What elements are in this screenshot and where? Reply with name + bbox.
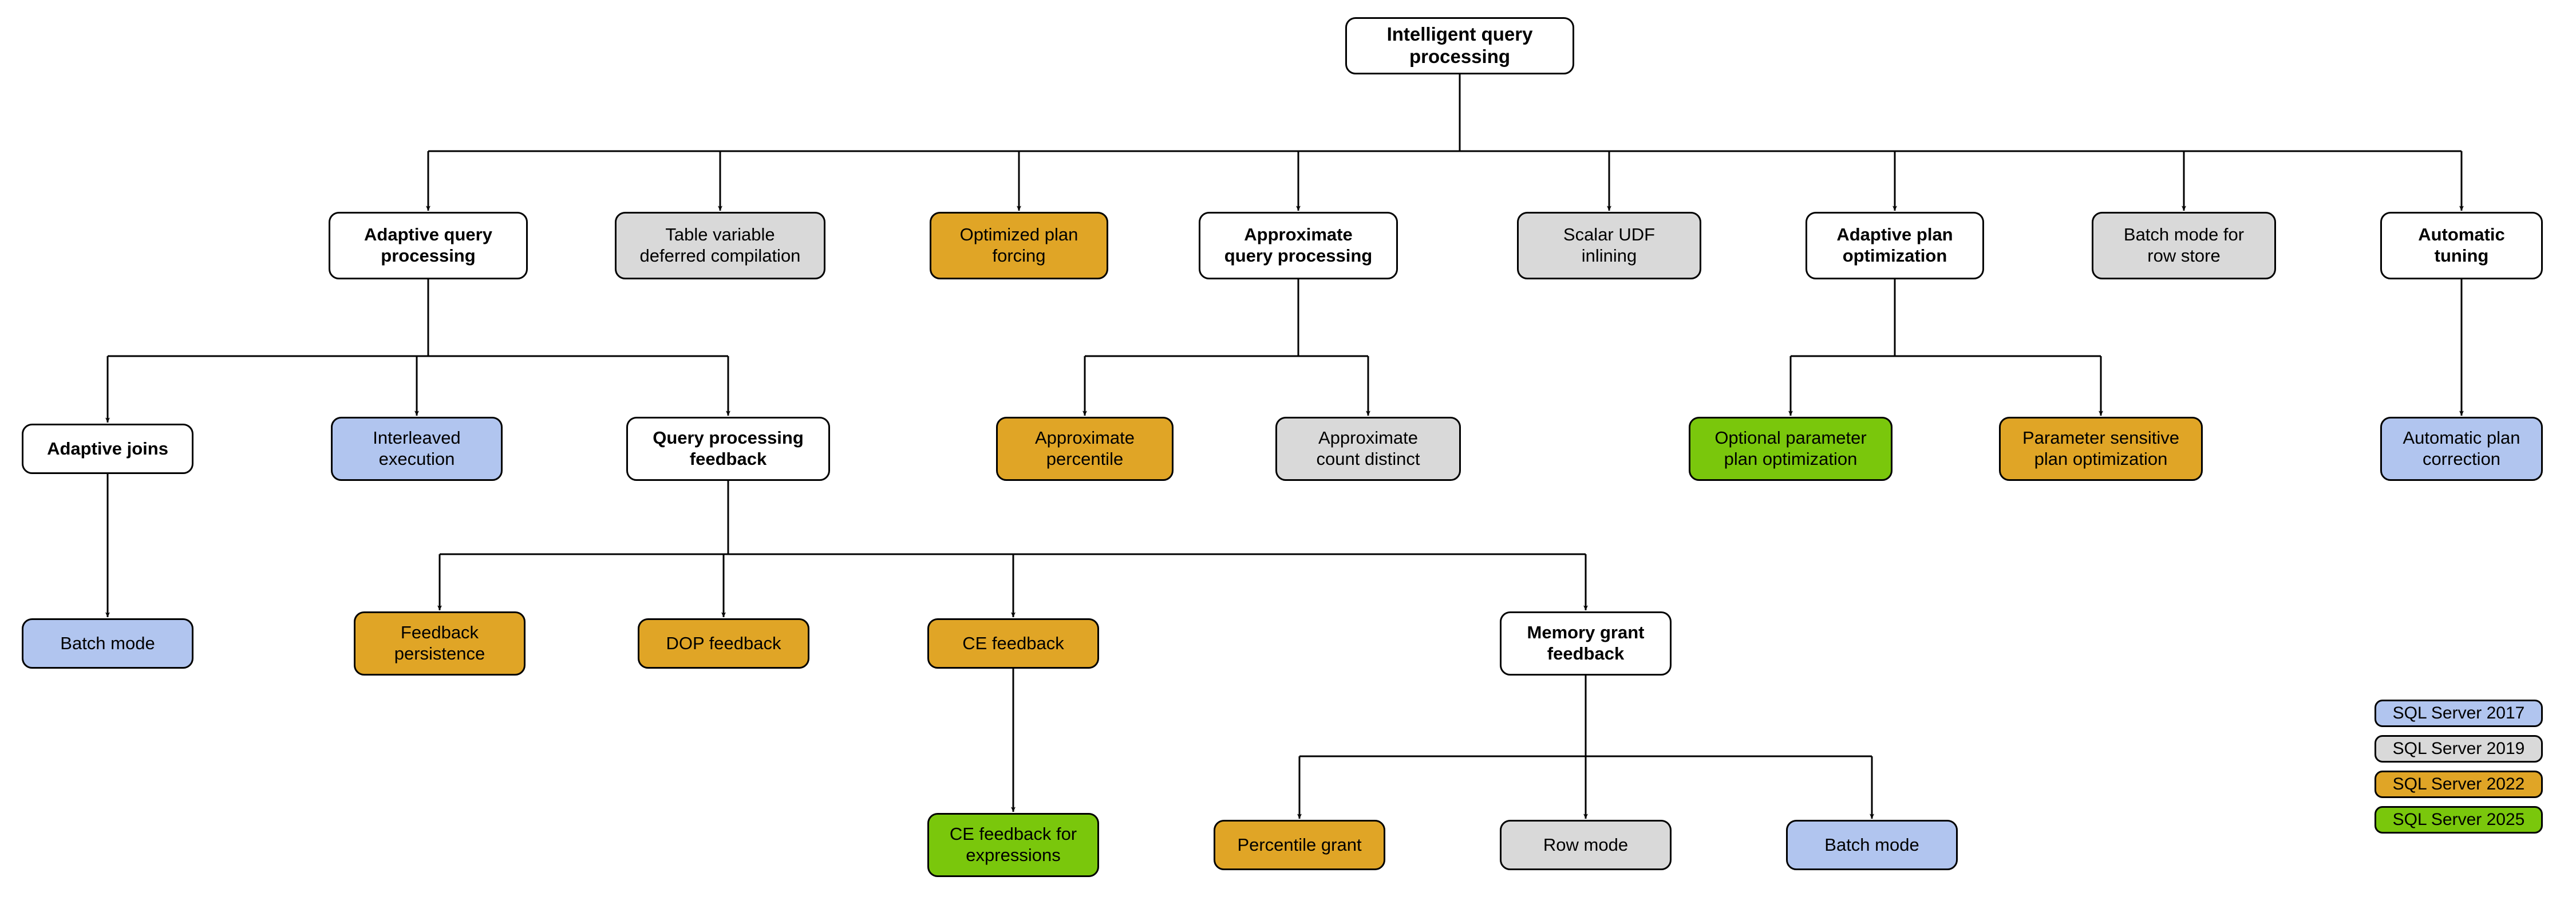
node-label: CE feedback for expressions: [949, 824, 1077, 865]
node-label: Memory grant feedback: [1527, 622, 1645, 664]
node-label: Batch mode: [1824, 834, 1919, 855]
node-label: Optimized plan forcing: [959, 224, 1078, 266]
node-label: DOP feedback: [666, 633, 781, 653]
node-label: Parameter sensitive plan optimization: [2022, 428, 2179, 469]
legend-item-sql-server-2022: SQL Server 2022: [2374, 771, 2543, 798]
node-batchmode1[interactable]: Batch mode: [22, 618, 193, 669]
node-rowmode[interactable]: Row mode: [1500, 820, 1672, 870]
node-label: Scalar UDF inlining: [1563, 224, 1656, 266]
node-mgf[interactable]: Memory grant feedback: [1500, 611, 1672, 676]
node-cefbexpr[interactable]: CE feedback for expressions: [927, 813, 1099, 877]
node-adaptivejoins[interactable]: Adaptive joins: [22, 424, 193, 474]
legend-item-label: SQL Server 2019: [2392, 739, 2525, 758]
node-opf[interactable]: Optimized plan forcing: [930, 212, 1108, 279]
node-label: Adaptive plan optimization: [1836, 224, 1953, 266]
node-label: CE feedback: [962, 633, 1064, 653]
node-label: Batch mode: [60, 633, 155, 653]
legend-item-sql-server-2017: SQL Server 2017: [2374, 700, 2543, 727]
node-tvdc[interactable]: Table variable deferred compilation: [615, 212, 825, 279]
legend-item-label: SQL Server 2017: [2392, 704, 2525, 722]
node-udf[interactable]: Scalar UDF inlining: [1517, 212, 1701, 279]
node-label: Feedback persistence: [394, 622, 485, 664]
node-label: Approximate percentile: [1034, 428, 1135, 469]
node-autotune[interactable]: Automatic tuning: [2380, 212, 2543, 279]
node-label: Batch mode for row store: [2123, 224, 2245, 266]
node-fbpersist[interactable]: Feedback persistence: [354, 611, 526, 676]
node-label: Adaptive query processing: [364, 224, 492, 266]
node-label: Query processing feedback: [653, 428, 804, 469]
node-apc[interactable]: Automatic plan correction: [2380, 417, 2543, 481]
node-label: Interleaved execution: [373, 428, 461, 469]
node-label: Intelligent query processing: [1386, 23, 1533, 67]
node-root[interactable]: Intelligent query processing: [1345, 17, 1574, 74]
node-qpf[interactable]: Query processing feedback: [626, 417, 830, 481]
node-approxcd[interactable]: Approximate count distinct: [1275, 417, 1461, 481]
legend-item-label: SQL Server 2022: [2392, 775, 2525, 793]
node-bmrs[interactable]: Batch mode for row store: [2092, 212, 2276, 279]
node-label: Row mode: [1543, 834, 1629, 855]
node-label: Approximate query processing: [1224, 224, 1373, 266]
node-approxpct[interactable]: Approximate percentile: [996, 417, 1174, 481]
node-label: Table variable deferred compilation: [639, 224, 801, 266]
node-label: Percentile grant: [1237, 834, 1362, 855]
node-oppo[interactable]: Optional parameter plan optimization: [1689, 417, 1893, 481]
node-interleaved[interactable]: Interleaved execution: [331, 417, 503, 481]
legend-item-sql-server-2025: SQL Server 2025: [2374, 806, 2543, 834]
node-label: Optional parameter plan optimization: [1714, 428, 1867, 469]
node-aqp[interactable]: Adaptive query processing: [329, 212, 528, 279]
node-dopfb[interactable]: DOP feedback: [638, 618, 809, 669]
node-label: Automatic tuning: [2418, 224, 2505, 266]
node-label: Adaptive joins: [47, 438, 168, 459]
node-apo[interactable]: Adaptive plan optimization: [1805, 212, 1984, 279]
legend-item-label: SQL Server 2025: [2392, 810, 2525, 829]
node-batchmode2[interactable]: Batch mode: [1786, 820, 1958, 870]
node-pspo[interactable]: Parameter sensitive plan optimization: [1999, 417, 2203, 481]
node-cefb[interactable]: CE feedback: [927, 618, 1099, 669]
legend-item-sql-server-2019: SQL Server 2019: [2374, 735, 2543, 763]
node-approx[interactable]: Approximate query processing: [1199, 212, 1398, 279]
node-pctgrant[interactable]: Percentile grant: [1214, 820, 1385, 870]
node-label: Automatic plan correction: [2403, 428, 2520, 469]
node-label: Approximate count distinct: [1316, 428, 1420, 469]
